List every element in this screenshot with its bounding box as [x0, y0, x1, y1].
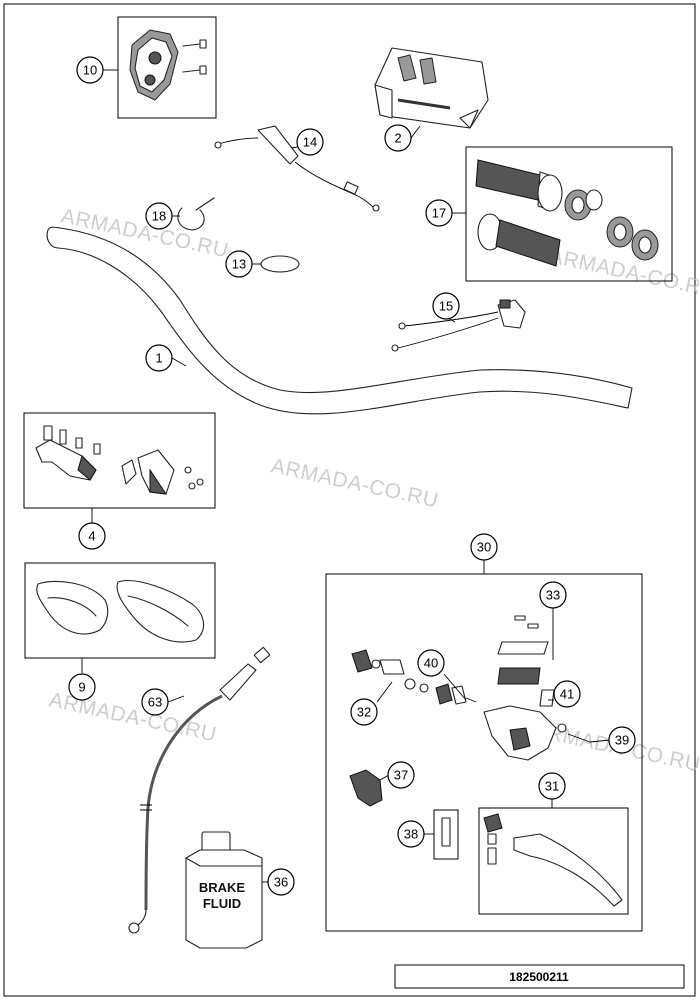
brake-fluid-label: BRAKE: [199, 880, 246, 895]
svg-text:2: 2: [394, 131, 401, 146]
part-17-grips: [475, 159, 659, 267]
svg-text:37: 37: [394, 768, 408, 783]
svg-text:41: 41: [560, 687, 574, 702]
callout-32: 32: [350, 698, 378, 726]
svg-text:32: 32: [357, 705, 371, 720]
part-14-cable: [214, 125, 380, 212]
callout-10: 10: [76, 56, 104, 84]
svg-text:13: 13: [232, 257, 246, 272]
svg-text:31: 31: [545, 779, 559, 794]
svg-text:1: 1: [155, 351, 162, 366]
svg-text:39: 39: [615, 733, 629, 748]
callout-13: 13: [225, 250, 253, 278]
part-18-cable-tie: [177, 197, 215, 231]
callout-4: 4: [78, 522, 106, 550]
part-31-box: [478, 807, 629, 915]
part-63-brake-line: [128, 646, 271, 934]
part-17-box: [465, 146, 673, 282]
part-38-pin: [433, 809, 459, 860]
svg-text:17: 17: [432, 206, 446, 221]
callout-38: 38: [397, 820, 425, 848]
part-1-handlebar: [46, 226, 633, 415]
callout-33: 33: [539, 581, 567, 609]
svg-text:15: 15: [439, 299, 453, 314]
part-15-switch: [391, 299, 526, 352]
part-31-lever: [483, 813, 623, 907]
part-33-reservoir: [497, 615, 549, 685]
callout-9: 9: [68, 673, 96, 701]
callout-63: 63: [141, 688, 169, 716]
callout-30: 30: [470, 533, 498, 561]
svg-text:18: 18: [152, 209, 166, 224]
part-41-master-cylinder: [483, 689, 591, 761]
callout-14: 14: [296, 128, 324, 156]
svg-text:14: 14: [303, 135, 317, 150]
watermark: ARMADA-CO.RU: [269, 454, 441, 512]
part-37-clamp: [349, 769, 383, 807]
callout-36: 36: [267, 868, 295, 896]
callout-41: 41: [553, 680, 581, 708]
callout-39: 39: [608, 726, 636, 754]
svg-text:10: 10: [83, 63, 97, 78]
svg-text:4: 4: [88, 529, 95, 544]
svg-text:40: 40: [424, 656, 438, 671]
callout-2: 2: [384, 124, 412, 152]
part-4-box: [23, 412, 216, 509]
brake-fluid-label: FLUID: [203, 896, 241, 911]
callout-15: 15: [432, 292, 460, 320]
callouts: 10 2 14 18 17 13 15 1 4 30 33 40 9 63 41…: [68, 56, 636, 896]
part-9-box: [24, 562, 216, 659]
part-10-switch: [129, 29, 207, 101]
part-32-piston-kit: [351, 649, 429, 693]
svg-text:30: 30: [477, 540, 491, 555]
callout-17: 17: [425, 199, 453, 227]
svg-text:9: 9: [78, 680, 85, 695]
part-36-brake-fluid: BRAKE FLUID: [185, 831, 263, 949]
part-4-clamps: [35, 425, 204, 495]
svg-text:33: 33: [546, 588, 560, 603]
part-10-box: [117, 16, 217, 119]
watermark: ARMADA-CO.RU: [547, 244, 699, 302]
part-2-pad: [374, 47, 489, 129]
callout-37: 37: [387, 761, 415, 789]
outer-border: [3, 3, 696, 997]
callout-31: 31: [538, 772, 566, 800]
part-9-handguards: [36, 580, 204, 643]
svg-text:36: 36: [274, 875, 288, 890]
part-40-boot: [435, 683, 477, 705]
document-number: 182500211: [509, 970, 569, 984]
svg-text:63: 63: [148, 695, 162, 710]
callout-18: 18: [145, 202, 173, 230]
callout-1: 1: [145, 344, 173, 372]
callout-40: 40: [417, 649, 445, 677]
document-number-box: 182500211: [394, 964, 685, 989]
svg-text:38: 38: [404, 827, 418, 842]
part-13-o-ring: [260, 255, 300, 273]
